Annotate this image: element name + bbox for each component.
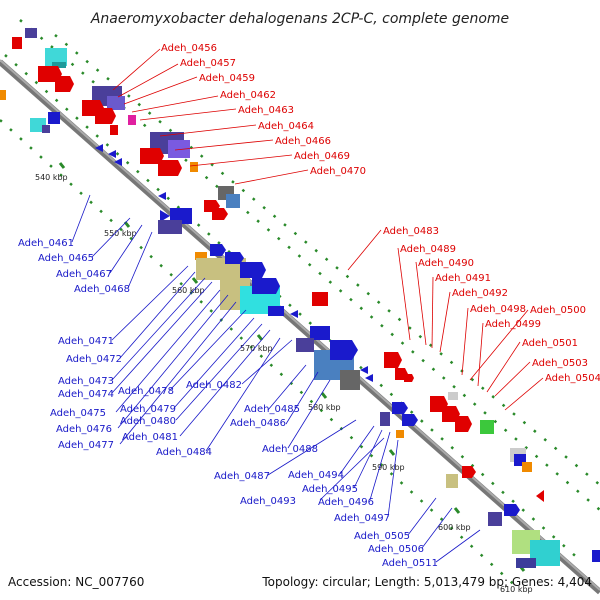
gene-label: Adeh_0470 <box>310 166 366 177</box>
gene-label: Adeh_0490 <box>418 258 474 269</box>
gene-labels-right: Adeh_0483 Adeh_0489 Adeh_0490 Adeh_0491 … <box>383 226 600 384</box>
gene-label: Adeh_0494 <box>288 470 344 481</box>
gene-label: Adeh_0480 <box>120 416 176 427</box>
gene-label: Adeh_0478 <box>118 386 174 397</box>
gene-label: Adeh_0511 <box>382 558 438 569</box>
gene-label: Adeh_0485 <box>244 404 300 415</box>
gene-label: Adeh_0492 <box>452 288 508 299</box>
gene-label: Adeh_0493 <box>240 496 296 507</box>
gene-label: Adeh_0462 <box>220 90 276 101</box>
gene-label: Adeh_0467 <box>56 269 112 280</box>
gene-features <box>0 28 600 568</box>
gene-labels-bottom: Adeh_0471 Adeh_0472 Adeh_0473 Adeh_0474 … <box>50 336 438 569</box>
gene-label: Adeh_0496 <box>318 497 374 508</box>
gene-label: Adeh_0483 <box>383 226 439 237</box>
gene-label: Adeh_0474 <box>58 389 114 400</box>
gene-labels-left: Adeh_0461 Adeh_0465 Adeh_0467 Adeh_0468 <box>18 238 130 295</box>
leader-lines-blue <box>71 194 481 563</box>
map-title: Anaeromyxobacter dehalogenans 2CP-C, com… <box>90 11 509 27</box>
gene-label: Adeh_0501 <box>522 338 578 349</box>
gene-label: Adeh_0488 <box>262 444 318 455</box>
tick-label: 560 kbp <box>172 286 205 295</box>
tick-label: 600 kbp <box>438 523 471 532</box>
tick-label: 540 kbp <box>35 173 68 182</box>
track-guides <box>0 19 600 591</box>
gene-label: Adeh_0486 <box>230 418 286 429</box>
gene-label: Adeh_0504 <box>545 373 600 384</box>
tick-label: 590 kbp <box>372 463 405 472</box>
gene-label: Adeh_0497 <box>334 513 390 524</box>
gene-label: Adeh_0473 <box>58 376 114 387</box>
gene-label: Adeh_0482 <box>186 380 242 391</box>
gene-label: Adeh_0481 <box>122 432 178 443</box>
gene-label: Adeh_0463 <box>238 105 294 116</box>
gene-label: Adeh_0456 <box>161 43 217 54</box>
gene-label: Adeh_0465 <box>38 253 94 264</box>
gene-label: Adeh_0464 <box>258 121 314 132</box>
gene-label: Adeh_0466 <box>275 136 331 147</box>
gene-label: Adeh_0506 <box>368 544 424 555</box>
gene-label: Adeh_0475 <box>50 408 106 419</box>
gene-label: Adeh_0503 <box>532 358 588 369</box>
gene-label: Adeh_0487 <box>214 471 270 482</box>
gene-label: Adeh_0489 <box>400 244 456 255</box>
gene-label: Adeh_0477 <box>58 440 114 451</box>
gene-label: Adeh_0461 <box>18 238 74 249</box>
gene-label: Adeh_0495 <box>302 484 358 495</box>
tick-marks <box>58 162 526 572</box>
gene-label: Adeh_0505 <box>354 531 410 542</box>
gene-label: Adeh_0471 <box>58 336 114 347</box>
topology-text: Topology: circular; Length: 5,013,479 bp… <box>261 575 592 589</box>
gene-label: Adeh_0491 <box>435 273 491 284</box>
gene-label: Adeh_0472 <box>66 354 122 365</box>
accession-text: Accession: NC_007760 <box>8 575 144 589</box>
leader-lines-red <box>112 48 544 411</box>
gene-label: Adeh_0479 <box>120 404 176 415</box>
gene-label: Adeh_0457 <box>180 58 236 69</box>
tick-label: 550 kbp <box>104 229 137 238</box>
tick-label: 580 kbp <box>308 403 341 412</box>
gene-label: Adeh_0500 <box>530 305 586 316</box>
gene-label: Adeh_0499 <box>485 319 541 330</box>
gene-label: Adeh_0476 <box>56 424 112 435</box>
gene-label: Adeh_0469 <box>294 151 350 162</box>
tick-label: 610 kbp <box>500 585 533 594</box>
gene-labels-top: Adeh_0456 Adeh_0457 Adeh_0459 Adeh_0462 … <box>161 43 366 177</box>
gene-label: Adeh_0498 <box>470 304 526 315</box>
gene-label: Adeh_0484 <box>156 447 212 458</box>
gene-label: Adeh_0468 <box>74 284 130 295</box>
tick-label: 570 kbp <box>240 344 273 353</box>
gene-label: Adeh_0459 <box>199 73 255 84</box>
tick-labels: 540 kbp 550 kbp 560 kbp 570 kbp 580 kbp … <box>35 173 533 594</box>
